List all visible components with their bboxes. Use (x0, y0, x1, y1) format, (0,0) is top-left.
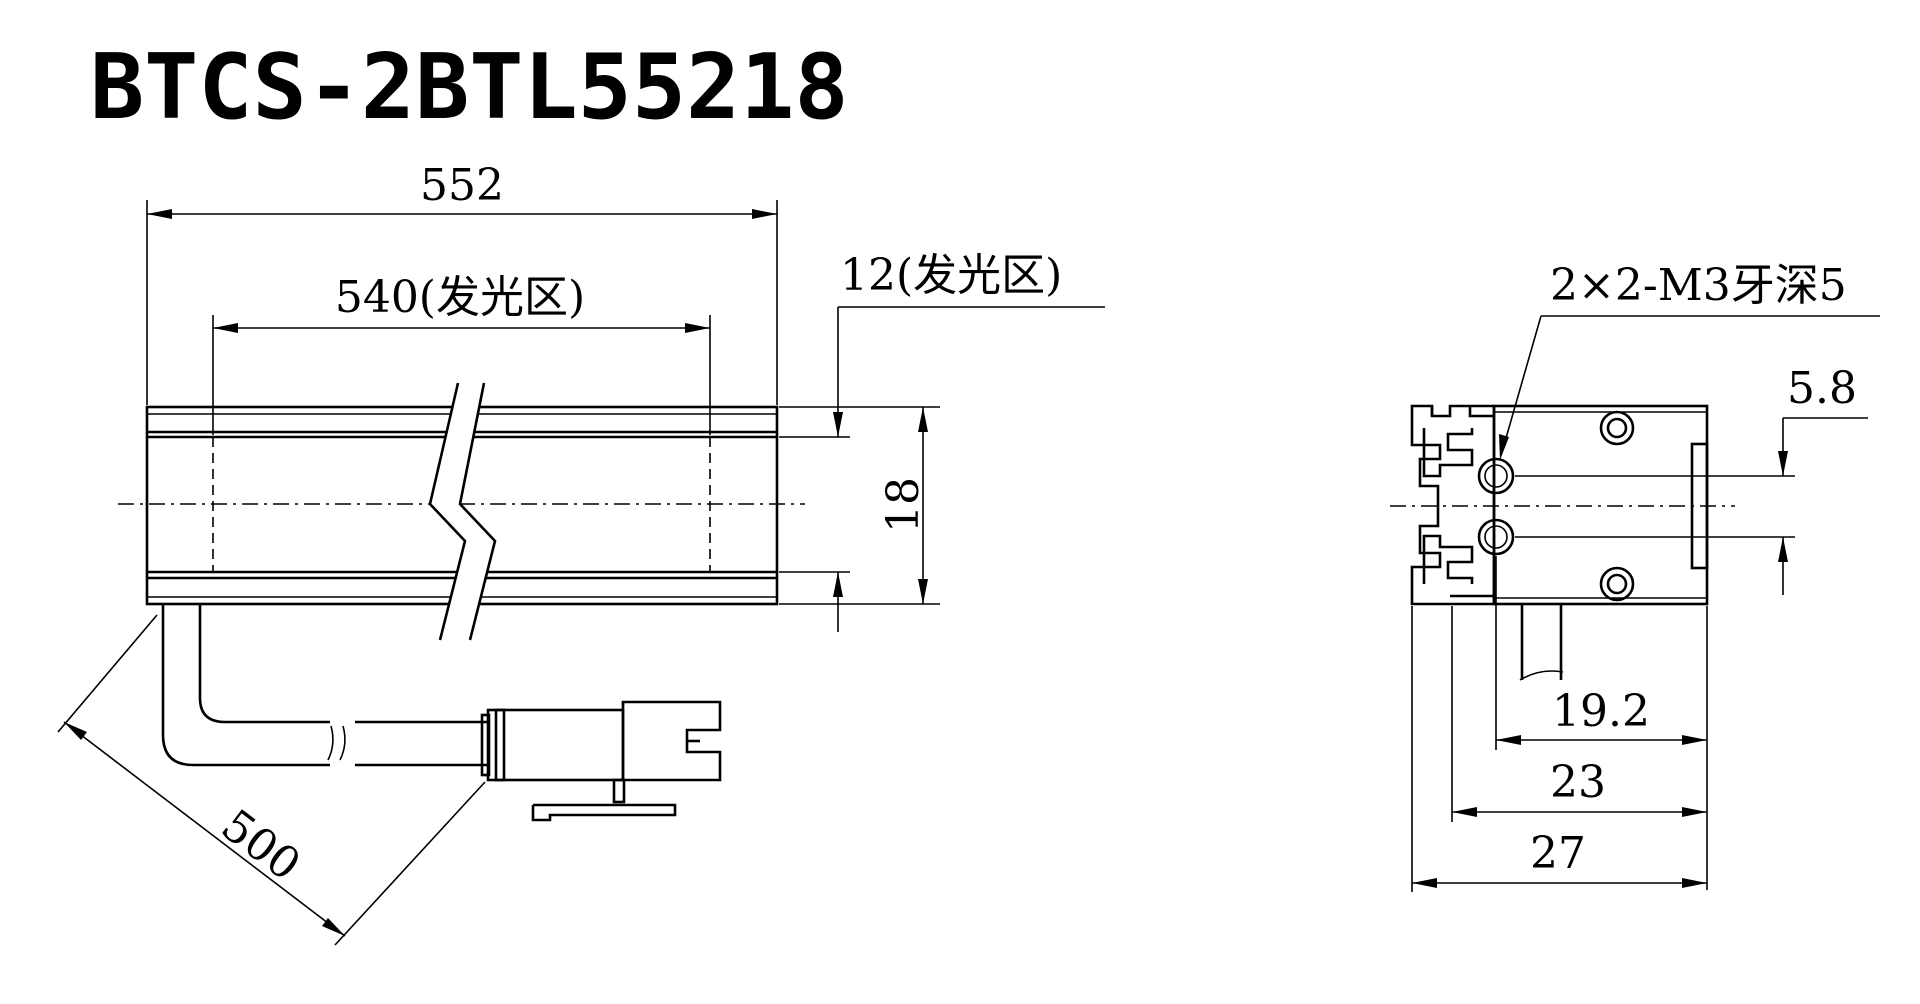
dim-height: 18 (779, 406, 940, 605)
dim-thread-label: 2×2-M3牙深5 (1550, 260, 1847, 311)
dim-500-label: 500 (212, 800, 310, 891)
dim-18-label: 18 (878, 477, 929, 533)
dim-overall-length: 552 (146, 160, 778, 405)
dim-emitting-length: 540(发光区) (212, 272, 711, 435)
side-body (1492, 404, 1709, 606)
dim-540-label: 540(发光区) (335, 272, 585, 323)
dim-emitting-width: 12(发光区) (779, 250, 1105, 632)
cable-assembly (161, 605, 722, 822)
dim-27-label: 27 (1530, 828, 1586, 879)
cable (161, 605, 330, 767)
connector (480, 700, 722, 822)
dim-hole-spacing: 5.8 (1515, 363, 1868, 595)
front-view (118, 382, 805, 641)
dim-19.2-label: 19.2 (1552, 686, 1650, 737)
dim-widths: 19.2 23 27 (1411, 556, 1708, 892)
thread-hole-upper (1477, 457, 1515, 495)
break-line (428, 382, 467, 641)
dim-cable-length: 500 (57, 614, 486, 946)
thread-hole-lower (1477, 518, 1515, 556)
model-title: BTCS-2BTL55218 (90, 35, 849, 140)
dim-thread-spec: 2×2-M3牙深5 (1499, 260, 1880, 460)
dim-12-label: 12(发光区) (840, 250, 1062, 301)
side-view (1390, 404, 1735, 681)
dim-23-label: 23 (1550, 757, 1606, 808)
dim-552-label: 552 (420, 160, 504, 211)
dim-5.8-label: 5.8 (1787, 363, 1857, 414)
